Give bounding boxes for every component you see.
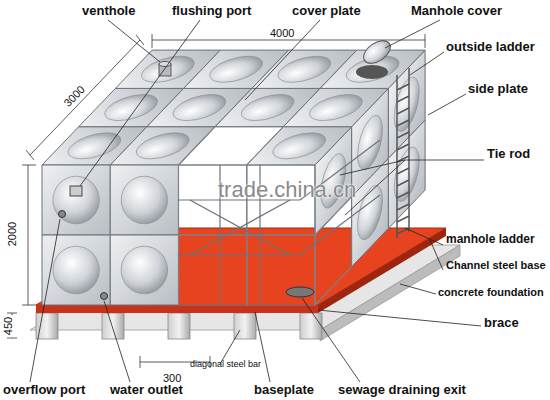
concrete-block (102, 313, 124, 339)
panel (315, 197, 352, 305)
ladder-rung (397, 96, 409, 102)
panel (110, 165, 178, 235)
concrete-blocks (36, 313, 322, 339)
ladder-rung (397, 168, 409, 174)
overflow-port (59, 211, 66, 218)
part-label: overflow port (3, 383, 85, 397)
panel-frame (247, 235, 315, 305)
dimension-label: 3000 (60, 82, 88, 111)
panel-dome (121, 176, 167, 224)
watermark: trade.china.cn (218, 178, 356, 202)
tank-panels (42, 50, 425, 305)
ladder-rung (397, 144, 409, 150)
flushing-port (70, 186, 82, 196)
panel-plate (110, 165, 178, 235)
panel-plate (388, 120, 425, 228)
outside-ladder (397, 68, 409, 238)
dimension-label: 450 (2, 315, 14, 337)
sewage-drain (286, 287, 314, 297)
part-label: concrete foundation (438, 286, 544, 298)
panel (283, 88, 388, 126)
panel-frame (315, 197, 352, 305)
part-label: manhole ladder (446, 233, 535, 246)
part-label: Manhole cover (411, 4, 502, 18)
panel (110, 127, 215, 165)
panel-dome (53, 246, 99, 294)
panel-dome (53, 176, 99, 224)
panel (247, 235, 315, 305)
leader-lines (30, 20, 484, 382)
part-label: flushing port (172, 4, 251, 18)
part-label: side plate (468, 82, 528, 96)
panel-dome (121, 246, 167, 294)
panel-plate (247, 127, 352, 165)
ladder-rung (397, 192, 409, 198)
channel-steel-side (318, 228, 446, 313)
panel-dome (300, 95, 371, 121)
dimension-label: 2000 (6, 220, 18, 248)
concrete-block (168, 313, 190, 339)
panel (179, 235, 247, 305)
part-label: baseplate (254, 383, 314, 397)
part-label: sewage draining exit (338, 383, 466, 397)
water-outlet (101, 293, 108, 300)
dimension-label: 4000 (270, 27, 294, 39)
part-label: cover plate (292, 4, 361, 18)
panel-dome (358, 176, 383, 250)
ladder-rung (397, 132, 409, 138)
concrete-block (36, 313, 58, 339)
concrete-block (300, 313, 322, 339)
ladder-rung (397, 180, 409, 186)
part-label: water outlet (110, 383, 183, 397)
part-label: Channel steel base (446, 259, 546, 271)
panel (388, 120, 425, 228)
panel-dome (264, 133, 335, 159)
channel-steel-front (36, 305, 318, 313)
manhole-cover (356, 36, 394, 79)
panel (42, 235, 110, 305)
part-label: brace (484, 316, 519, 330)
panel (247, 127, 352, 165)
panel (42, 165, 110, 235)
panel-plate (42, 165, 110, 235)
panel-plate (42, 235, 110, 305)
panel-plate (110, 235, 178, 305)
panel-dome (394, 137, 419, 211)
part-label: Tie rod (487, 147, 530, 161)
panel-plate (283, 88, 388, 126)
panel (110, 235, 178, 305)
dimension-lines (7, 34, 425, 368)
part-label: venthole (82, 4, 135, 18)
ladder-rung (397, 216, 409, 222)
ladder-rung (397, 204, 409, 210)
ladder-rung (397, 108, 409, 114)
part-label: diagonal steel bar (190, 360, 261, 370)
panel-frame (179, 235, 247, 305)
tie-rods (178, 140, 380, 305)
ladder-rung (397, 84, 409, 90)
part-label: outside ladder (446, 40, 535, 54)
ladder-rung (397, 120, 409, 126)
panel-plate (110, 127, 215, 165)
